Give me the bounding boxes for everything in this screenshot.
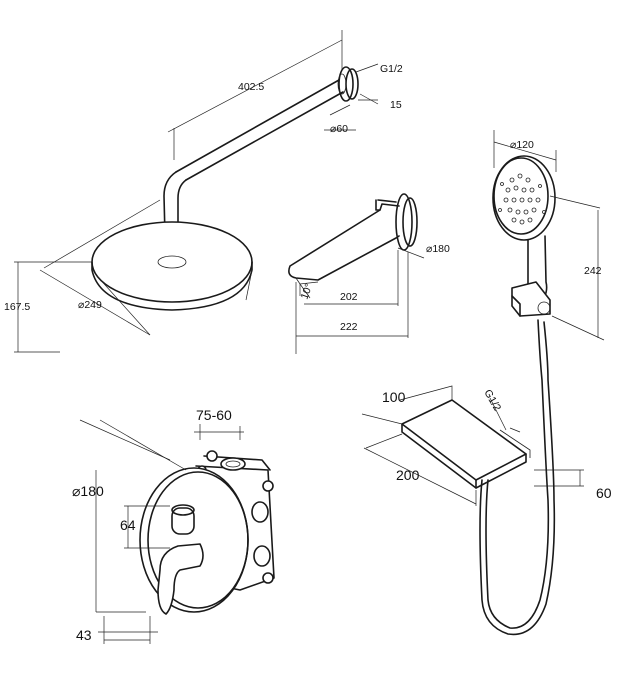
dim-thread-shelf: G1/2 (481, 388, 503, 414)
dim-arm-length: 402.5 (238, 81, 264, 93)
overhead-shower (91, 66, 359, 311)
dim-spout-flange-dia: ⌀180 (426, 243, 450, 255)
overhead-dimensions (14, 30, 379, 353)
dim-flange-depth: 15 (390, 99, 402, 111)
spout-dimensions (295, 247, 425, 354)
dim-thread-top: G1/2 (380, 63, 403, 75)
dim-shelf-height: 60 (596, 485, 612, 501)
dim-box-depth: 75-60 (196, 407, 232, 423)
dim-mixer-plate-dia: ⌀180 (72, 483, 104, 499)
dim-lever-offset: 43 (76, 627, 92, 643)
hand-shower (479, 155, 556, 636)
concealed-mixer (139, 450, 275, 615)
dim-spout-len-inner: 202 (340, 291, 358, 303)
dim-shelf-width: 200 (396, 467, 420, 483)
shelf-dimensions (361, 385, 584, 506)
dim-shelf-depth: 100 (382, 389, 406, 405)
dim-spout-len-outer: 222 (340, 321, 358, 333)
hand-shower-dimensions (493, 130, 605, 341)
dim-hand-shower-height: 242 (584, 265, 602, 277)
dim-flange-dia: ⌀60 (330, 123, 348, 135)
dim-head-dia: ⌀249 (78, 299, 102, 311)
dim-height-total: 167.5 (4, 301, 30, 313)
mixer-dimensions (79, 419, 244, 644)
shelf (401, 399, 531, 489)
dim-knob-offset: 64 (120, 517, 136, 533)
dim-hand-shower-dia: ⌀120 (510, 139, 534, 151)
dim-spout-angle: 10° (299, 282, 316, 301)
